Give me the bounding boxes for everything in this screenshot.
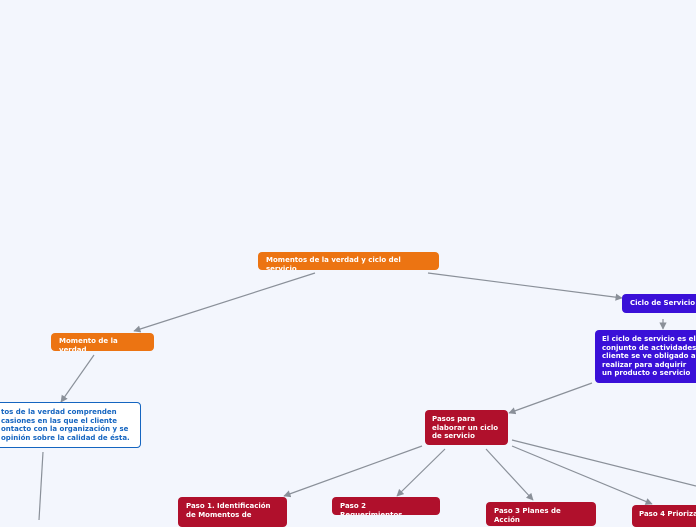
connector-root-ciclo (427, 272, 623, 301)
ciclo-topic[interactable]: Ciclo de Servicio (622, 294, 696, 313)
connector-root-momento (133, 272, 316, 333)
root-topic-label: Momentos de la verdad y ciclo del servic… (266, 256, 401, 270)
momento-topic[interactable]: Momento de la verdad (51, 333, 154, 351)
connector-ciclo-pasos (508, 382, 593, 415)
paso-4-topic[interactable]: Paso 4 Prioriza (632, 505, 696, 527)
root-topic[interactable]: Momentos de la verdad y ciclo del servic… (258, 252, 439, 270)
paso-4-label: Paso 4 Prioriza (639, 510, 696, 518)
ciclo-topic-label: Ciclo de Servicio (630, 299, 696, 307)
pasos-topic[interactable]: Pasos para elaborar un ciclo de servicio (425, 410, 508, 445)
momento-description[interactable]: tos de la verdad comprenden casiones en … (0, 402, 141, 448)
paso-3-label: Paso 3 Planes de Acción (494, 507, 561, 524)
momento-description-text: tos de la verdad comprenden casiones en … (1, 408, 130, 442)
paso-1-label: Paso 1. Identificación de Momentos de (186, 502, 271, 519)
paso-2-topic[interactable]: Paso 2 Requerimientos. (332, 497, 440, 515)
paso-2-label: Paso 2 Requerimientos. (340, 502, 406, 515)
paso-3-topic[interactable]: Paso 3 Planes de Acción (486, 502, 596, 526)
connector-pasos-paso3 (485, 448, 534, 501)
connector-description-down (38, 451, 44, 520)
connector-pasos-paso2 (396, 448, 446, 497)
pasos-topic-label: Pasos para elaborar un ciclo de servicio (432, 415, 499, 440)
paso-1-topic[interactable]: Paso 1. Identificación de Momentos de (178, 497, 287, 527)
connector-pasos-offscreen (511, 439, 696, 487)
connector-momento-description (60, 354, 95, 403)
connector-pasos-paso1 (283, 445, 423, 498)
momento-topic-label: Momento de la verdad (59, 337, 118, 351)
connector-pasos-paso4 (511, 445, 653, 505)
ciclo-description-text: El ciclo de servicio es el conjunto de a… (602, 335, 696, 377)
ciclo-description[interactable]: El ciclo de servicio es el conjunto de a… (595, 330, 696, 383)
